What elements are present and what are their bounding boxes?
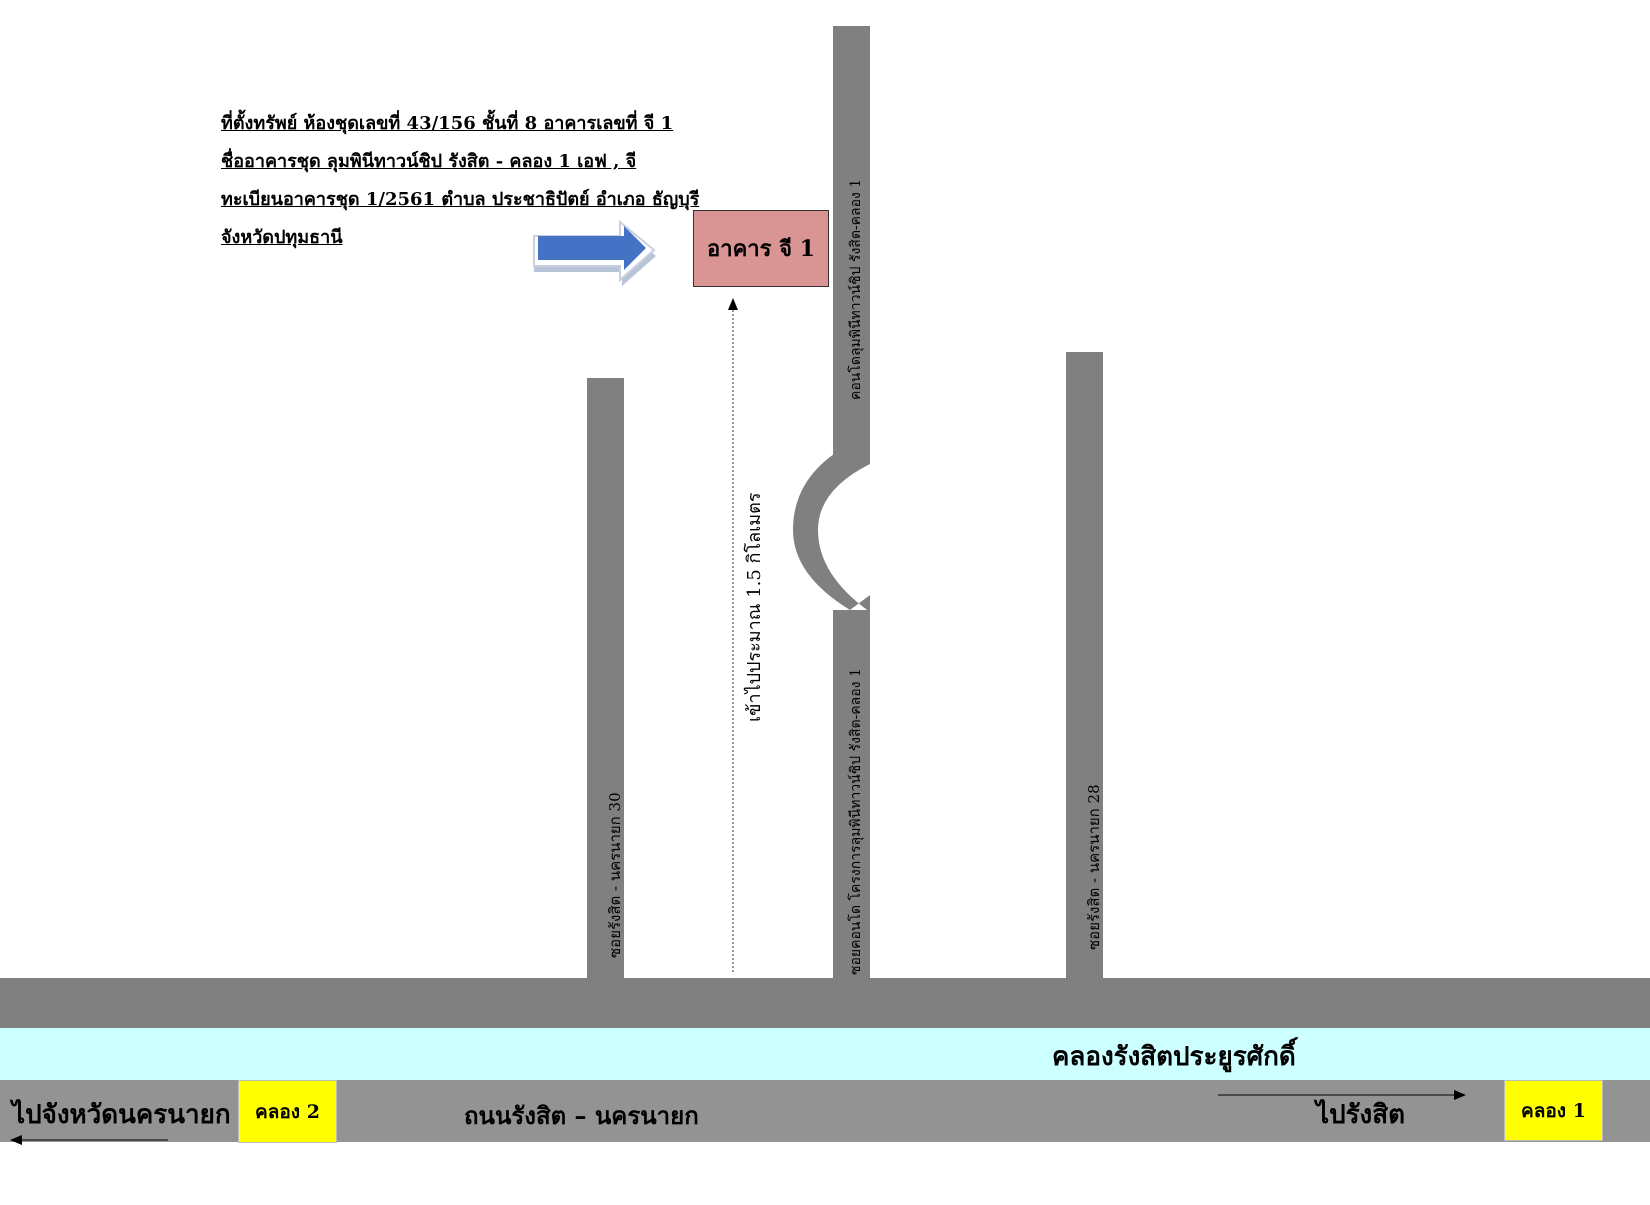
condo-lower-road-label: ซอยคอนโด โครงการลุมพินีทาวน์ชิป รังสิต-ค… <box>848 668 864 975</box>
canal-label: คลองรังสิตประยูรศักดิ์ <box>1052 1042 1296 1072</box>
condo-road-upper <box>833 26 870 464</box>
pointer-arrow <box>538 226 646 270</box>
building-g1-box: อาคาร จี 1 <box>693 210 829 287</box>
condo-upper-road-label: คอนโดลุมพินีทาวน์ชิป รังสิต-คลอง 1 <box>848 178 864 400</box>
khlong-2-label: คลอง 2 <box>255 1100 320 1123</box>
building-g1-label: อาคาร จี 1 <box>707 236 815 262</box>
soi-28-road <box>1066 352 1103 980</box>
nakhon-nayok-arrowhead <box>10 1135 22 1145</box>
soi-28-label: ซอยรังสิต - นครนายก 28 <box>1085 784 1103 950</box>
rangsit-arrowhead <box>1454 1090 1466 1100</box>
canal-band <box>0 1028 1650 1080</box>
main-road-label: ถนนรังสิต – นครนายก <box>464 1101 699 1130</box>
distance-label: เข้าไปประมาณ 1.5 กิโลเมตร <box>744 492 765 722</box>
info-line-4: จังหวัดปทุมธานี <box>221 227 343 248</box>
soi-30-label: ซอยรังสิต - นครนายก 30 <box>606 792 624 958</box>
khlong-2-marker: คลอง 2 <box>238 1080 337 1143</box>
condo-road-lower <box>833 610 870 980</box>
info-line-3: ทะเบียนอาคารชุด 1/2561 ตำบล ประชาธิปัตย์… <box>221 189 700 210</box>
soi-30-road <box>587 378 624 980</box>
to-rangsit-label: ไปรังสิต <box>1316 1100 1405 1130</box>
khlong-1-marker: คลอง 1 <box>1504 1080 1603 1141</box>
info-line-1: ที่ตั้งทรัพย์ ห้องชุดเลขที่ 43/156 ชั้นท… <box>221 113 674 134</box>
distance-arrowhead <box>728 298 738 310</box>
khlong-1-label: คลอง 1 <box>1521 1099 1586 1122</box>
info-line-2: ชื่ออาคารชุด ลุมพินีทาวน์ชิป รังสิต - คล… <box>221 151 637 172</box>
main-road-band <box>0 978 1650 1028</box>
condo-road-curve <box>793 444 870 612</box>
to-nakhon-nayok-label: ไปจังหวัดนครนายก <box>12 1100 231 1130</box>
